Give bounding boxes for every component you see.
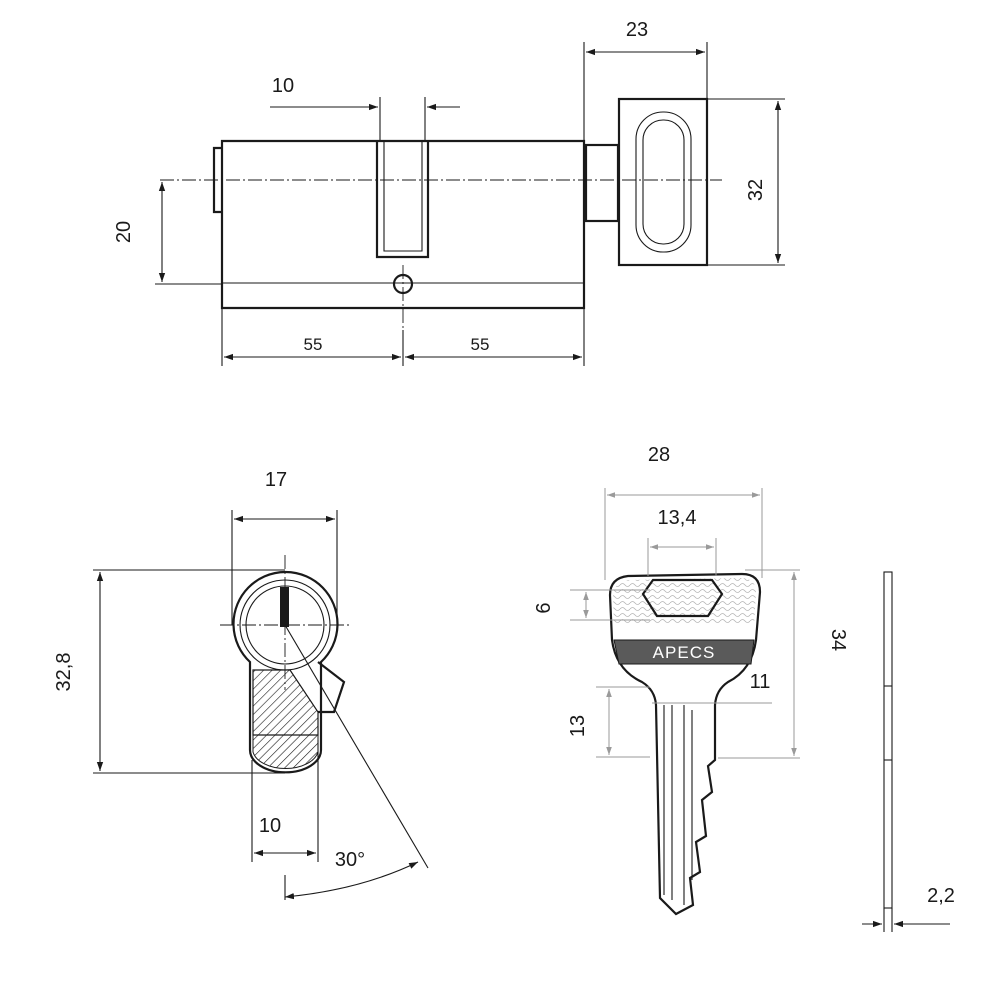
angle-arc xyxy=(284,861,419,900)
dim-10b-label: 10 xyxy=(259,815,281,837)
knob-spindle xyxy=(584,143,620,223)
brand-label: APECS xyxy=(653,643,716,662)
angle-30-label: 30° xyxy=(335,849,365,871)
dim-13-label: 13 xyxy=(567,715,589,737)
cam-slot xyxy=(375,141,430,259)
dim-32-label: 32 xyxy=(745,179,767,201)
brand-plate xyxy=(613,639,755,665)
dim-10-label: 10 xyxy=(272,75,294,97)
key-grip-texture xyxy=(613,578,756,625)
angle-ray xyxy=(284,624,429,869)
thumb-turn-knob xyxy=(617,97,709,267)
dim-34-label: 34 xyxy=(827,629,849,651)
dim-55-right-label: 55 xyxy=(471,335,490,354)
dim-2-2-label: 2,2 xyxy=(927,885,955,907)
key-ring-hole xyxy=(641,578,724,618)
dim-28-label: 28 xyxy=(648,444,670,466)
cam-lever xyxy=(317,661,346,714)
cam-slot-inner xyxy=(383,141,423,252)
hatched-bottom xyxy=(252,734,319,770)
keyway xyxy=(280,587,289,627)
hatched-section xyxy=(252,669,319,736)
knob-grip-inner xyxy=(642,119,685,245)
dim-20-label: 20 xyxy=(113,221,135,243)
dim-32-8-label: 32,8 xyxy=(53,653,75,692)
key-edge-profile xyxy=(883,571,893,909)
cylinder-profile-view: 17 32,8 10 30° xyxy=(53,469,429,900)
dim-13-4-label: 13,4 xyxy=(658,507,697,529)
dim-11-label: 11 xyxy=(750,671,771,693)
key-view: APECS 28 13,4 6 34 11 13 xyxy=(533,444,849,916)
dim-23-label: 23 xyxy=(626,19,648,41)
dim-55-left-label: 55 xyxy=(304,335,323,354)
dim-17-label: 17 xyxy=(265,469,287,491)
knob-grip-outer xyxy=(635,111,692,253)
cylinder-side-view: 23 10 20 32 55 55 xyxy=(113,19,785,366)
dim-6-label: 6 xyxy=(533,602,555,613)
key-head xyxy=(608,572,762,916)
key-edge-view: 2,2 xyxy=(862,571,955,932)
